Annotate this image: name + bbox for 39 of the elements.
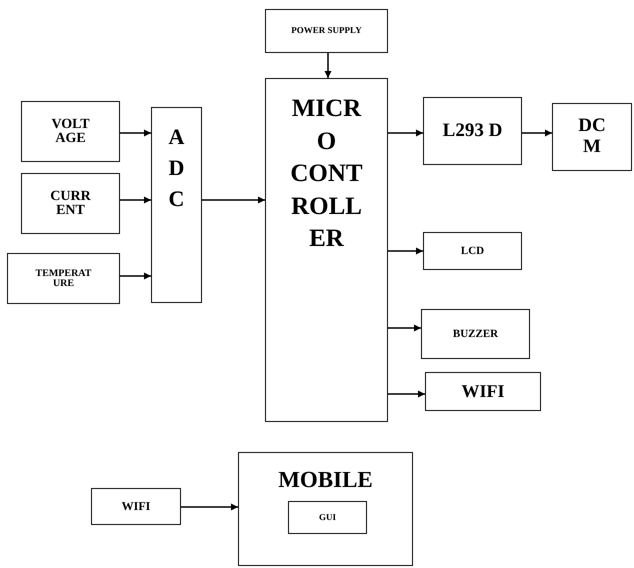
block-label: VOLT AGE [50, 118, 91, 146]
block-label: WIFI [120, 500, 152, 514]
arrow [522, 130, 552, 136]
block-box [91, 488, 181, 525]
arrow [202, 196, 265, 204]
arrow [388, 324, 421, 332]
block-label: A D C [168, 123, 186, 213]
block-label: GUI [318, 512, 337, 522]
block-box [238, 452, 413, 566]
block-box [265, 78, 388, 422]
arrow [120, 272, 151, 280]
block-box [21, 173, 120, 234]
block-label: BUZZER [452, 328, 500, 340]
arrow [120, 130, 151, 136]
block-box [423, 97, 522, 165]
arrow [388, 130, 423, 136]
arrow [120, 196, 151, 204]
block-label: WIFI [460, 382, 506, 402]
block-box [288, 501, 367, 534]
block-label: LCD [460, 244, 486, 258]
block-label: DC M [577, 116, 607, 158]
arrow [388, 390, 425, 398]
block-box [265, 9, 388, 53]
block-box [151, 107, 202, 303]
block-box [552, 103, 632, 171]
block-label: POWER SUPPLY [290, 26, 363, 36]
block-label: CURR ENT [49, 190, 92, 218]
block-label: MICR O CONT ROLL ER [289, 94, 364, 254]
arrow [388, 248, 423, 254]
arrow [181, 504, 238, 510]
block-box [21, 101, 120, 162]
block-label: MOBILE [277, 467, 374, 492]
arrow [324, 53, 332, 78]
block-box [425, 372, 541, 411]
block-label: TEMPERAT URE [34, 268, 92, 288]
block-box [423, 232, 522, 270]
block-box [421, 309, 530, 359]
block-label: L293 D [442, 120, 502, 142]
block-box [7, 253, 120, 304]
